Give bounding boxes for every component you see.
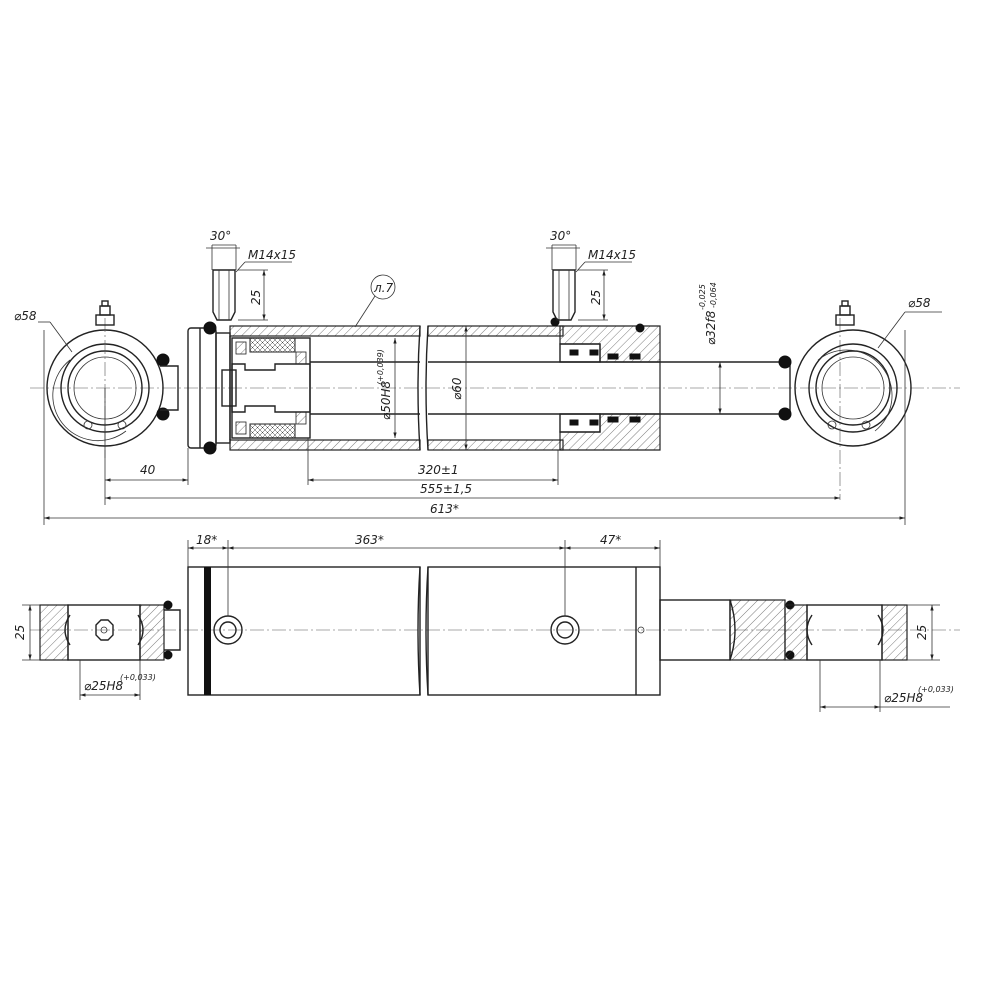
rod-dia-label: ⌀32f8	[704, 310, 718, 345]
cylinder-body-side	[187, 566, 661, 696]
top-view: ⌀58 ⌀58 30° 30° M14x15 M14x15 25 25 л.7 …	[14, 229, 960, 525]
tube-dia-label: ⌀60	[450, 377, 464, 400]
dim-stroke-label: 320±1	[418, 463, 459, 477]
chamfer-right-label: 30°	[550, 229, 571, 243]
width-right-label: 25	[915, 625, 929, 640]
chamfer-left-label: 30°	[210, 229, 231, 243]
pin-right-tol-label: (+0,033)	[918, 685, 954, 694]
callout-label: л.7	[373, 281, 393, 295]
labels-bottom: 18* 363* 47* 25 25 ⌀25H8 (+0,033) ⌀25H8 …	[13, 533, 954, 705]
gland	[550, 317, 661, 451]
dim-40-label: 40	[140, 463, 156, 477]
piston	[221, 337, 311, 439]
dimensions-bottom	[22, 540, 950, 712]
bore-tol-label: (+0,039)	[376, 349, 385, 385]
eye-left-dia-label: ⌀58	[14, 309, 37, 323]
bottom-view: 18* 363* 47* 25 25 ⌀25H8 (+0,033) ⌀25H8 …	[13, 533, 960, 712]
dimensions-top	[38, 247, 942, 525]
dim-18-label: 18*	[196, 533, 217, 547]
dim-overall-label: 613*	[430, 502, 459, 516]
pin-left-tol-label: (+0,033)	[120, 673, 156, 682]
thread-left-label: M14x15	[248, 248, 296, 262]
thread-right-label: M14x15	[588, 248, 636, 262]
rod-side	[659, 599, 908, 661]
port-left	[211, 244, 237, 321]
rod-tol-lower-label: -0,064	[709, 282, 718, 308]
dim-363-label: 363*	[355, 533, 384, 547]
right-eye	[778, 300, 912, 500]
left-eye	[46, 300, 179, 458]
dim-47-label: 47*	[600, 533, 621, 547]
pin-right-label: ⌀25H8	[884, 691, 924, 705]
width-left-label: 25	[13, 625, 27, 640]
bore-dia-label: ⌀50H8	[379, 380, 393, 420]
pin-left-label: ⌀25H8	[84, 679, 124, 693]
port-depth-right-label: 25	[589, 290, 603, 305]
port-depth-left-label: 25	[249, 290, 263, 305]
port-right	[551, 244, 577, 321]
cylinder-tube	[229, 325, 564, 451]
end-cap-left	[187, 321, 231, 455]
dim-closed-label: 555±1,5	[420, 482, 472, 496]
left-eye-side	[39, 600, 181, 661]
rod-tol-upper-label: -0,025	[698, 284, 707, 310]
eye-right-dia-label: ⌀58	[908, 296, 931, 310]
labels-top: ⌀58 ⌀58 30° 30° M14x15 M14x15 25 25 л.7 …	[14, 229, 931, 516]
